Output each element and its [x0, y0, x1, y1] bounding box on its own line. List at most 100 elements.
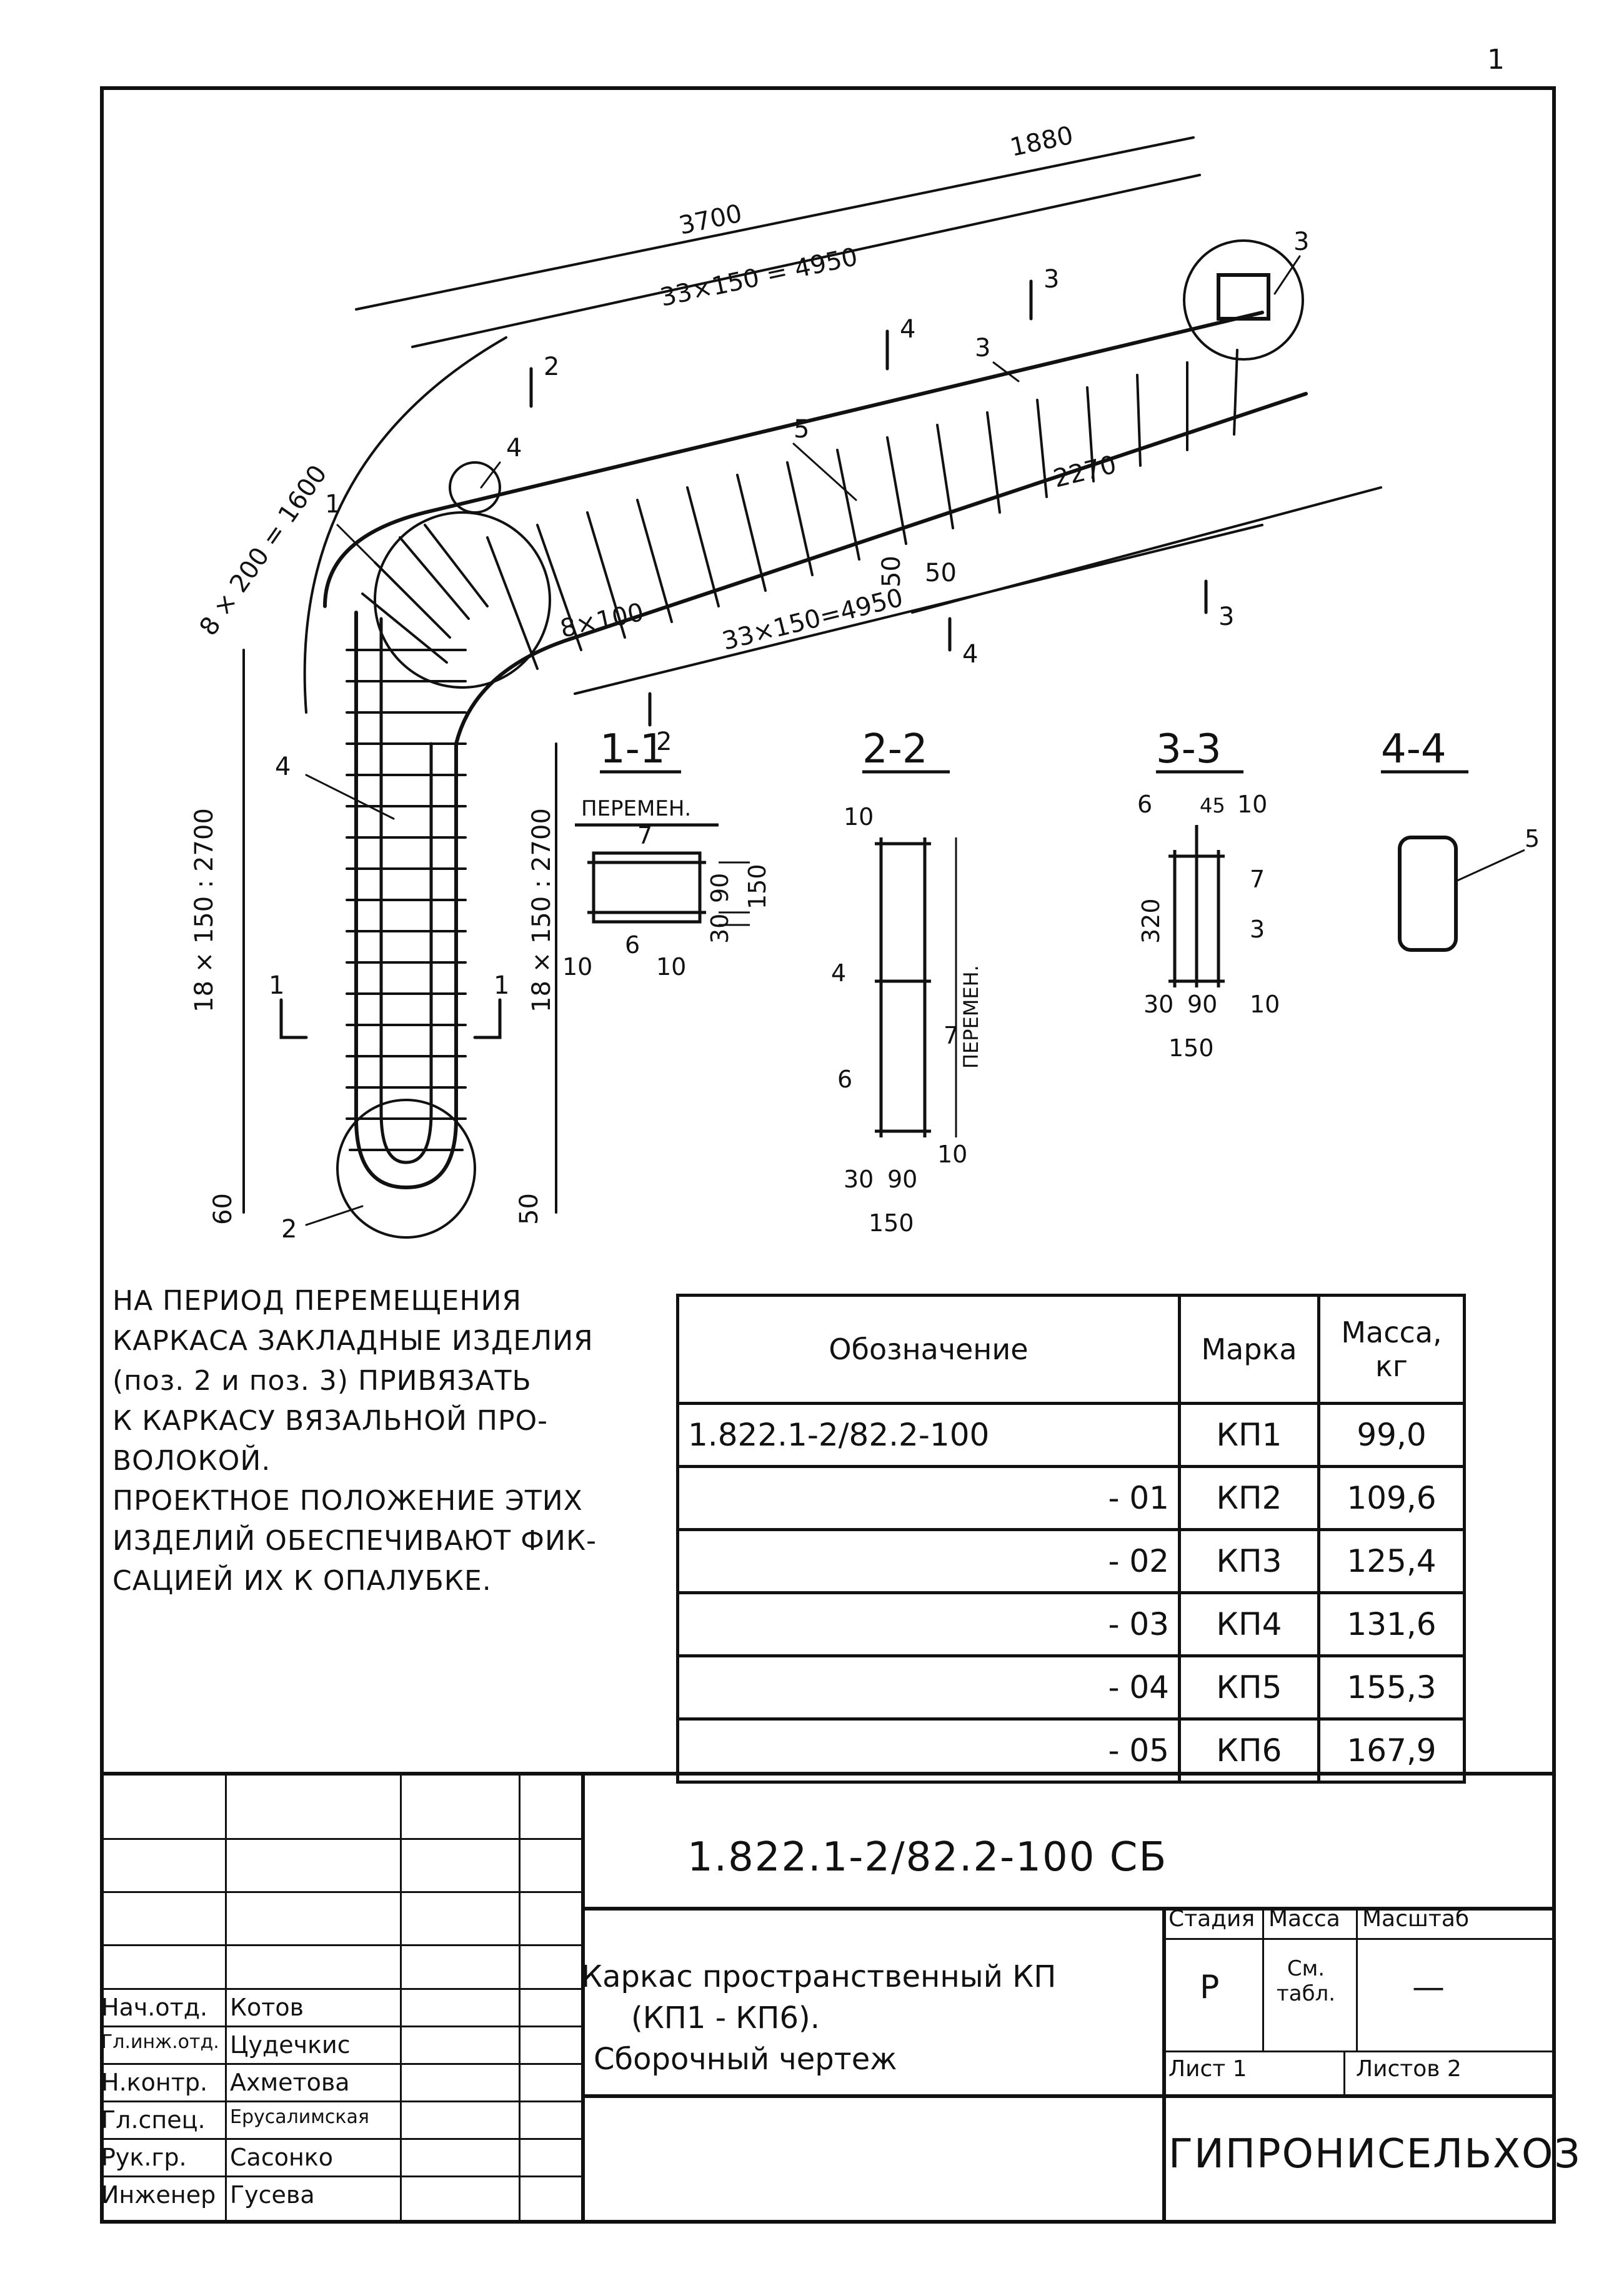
leader-4a [480, 461, 501, 489]
row-designation: 1.822.1-2/82.2-100 [676, 1402, 1181, 1468]
section-3-3-label-3: 3 [1250, 916, 1265, 943]
person-role: Рук.гр. [101, 2144, 187, 2171]
row-mass: 131,6 [1317, 1591, 1466, 1657]
person-role: Гл.спец. [101, 2106, 206, 2134]
person-role: Нач.отд. [101, 1994, 208, 2021]
stage-value: Р [1200, 1969, 1220, 2006]
section-4-4-stirrup [1398, 836, 1458, 952]
title-line: (КП1 - КП6). [631, 2001, 820, 2036]
pos-3b: 3 [975, 334, 990, 362]
row-designation: - 02 [676, 1528, 1181, 1594]
scale-value: — [1412, 1969, 1445, 2006]
table-row: - 02 КП3 125,4 [676, 1528, 1466, 1594]
row-mark: КП3 [1178, 1528, 1320, 1594]
pos-3a: 3 [1293, 227, 1309, 256]
sheet-frame [100, 86, 1556, 2224]
section-1-1-label-6: 6 [625, 931, 640, 959]
cut-label-4a: 4 [900, 315, 915, 344]
section-2-2: 2-2 10 4 6 7 10 ПЕРЕМЕН. 30 90 150 [831, 726, 983, 1237]
pos-2: 2 [281, 1215, 297, 1244]
table-row: - 04 КП5 155,3 [676, 1654, 1466, 1721]
dim-line-2270 [911, 486, 1382, 614]
detail-circle-2 [336, 1099, 476, 1239]
dim-18-right: 18 × 150 : 2700 [527, 808, 556, 1012]
table-row: 1.822.1-2/82.2-100 КП1 99,0 [676, 1402, 1466, 1468]
sheet-number: Лист 1 [1168, 2056, 1247, 2082]
header-designation: Обозначение [676, 1294, 1181, 1405]
section-3-3-label-7: 7 [1250, 866, 1265, 893]
section-1-1-dim-150: 150 [744, 864, 771, 909]
row-mark: КП4 [1178, 1591, 1320, 1657]
dim-50-b: 50 [925, 559, 957, 587]
leader-3b [992, 361, 1020, 382]
section-1-1-title: 1-1 [600, 726, 665, 772]
note-line: КАРКАСА ЗАКЛАДНЫЕ ИЗДЕЛИЯ [112, 1325, 594, 1357]
dim-8x100: 8×100 [558, 598, 647, 644]
cage-inner-edge [323, 311, 1264, 608]
person-name: Ахметова [230, 2069, 350, 2096]
person-name: Котов [230, 1994, 304, 2021]
document-code: 1.822.1-2/82.2-100 СБ [687, 1834, 1168, 1881]
section-1-1: 1-1 ПЕРЕМЕН. 7 10 6 10 90 150 30 [562, 726, 771, 981]
row-mass: 167,9 [1317, 1717, 1466, 1784]
section-2-2-label-7: 7 [944, 1022, 959, 1049]
header-mark: Марка [1178, 1294, 1320, 1405]
notes: НА ПЕРИОД ПЕРЕМЕЩЕНИЯ КАРКАСА ЗАКЛАДНЫЕ … [112, 1281, 675, 1601]
person-name: Ерусалимская [230, 2106, 369, 2128]
person-role: Инженер [101, 2181, 216, 2209]
note-line: К КАРКАСУ ВЯЗАЛЬНОЙ ПРО- [112, 1405, 549, 1437]
person-name: Цудечкис [230, 2031, 351, 2059]
section-2-2-title: 2-2 [862, 726, 928, 772]
pos-1: 1 [325, 490, 341, 519]
bend-radial-bars [361, 524, 489, 664]
cut-label-3b: 3 [1218, 602, 1234, 631]
person-name: Сасонко [230, 2144, 334, 2171]
leader-5 [792, 442, 857, 501]
section-2-2-dim-90: 90 [887, 1166, 917, 1193]
section-2-2-dim-30: 30 [844, 1166, 874, 1193]
section-3-3-label-10b: 10 [1250, 991, 1280, 1018]
section-1-1-label-10a: 10 [562, 953, 592, 981]
section-3-3: 3-3 6 10 7 3 10 45 320 30 90 150 [1137, 726, 1280, 1062]
row-mass: 125,4 [1317, 1528, 1466, 1594]
leader-3a [1273, 255, 1301, 295]
cut-label-2a: 2 [544, 352, 559, 381]
pos-4b: 4 [275, 752, 291, 781]
stage-label: Стадия [1168, 1906, 1255, 1932]
section-1-1-perem: ПЕРЕМЕН. [581, 796, 691, 821]
cut-label-1a: 1 [269, 971, 284, 1000]
cut-1-right [473, 998, 502, 1039]
vertical-stirrups [346, 649, 467, 1151]
note-line: САЦИЕЙ ИХ К ОПАЛУБКЕ. [112, 1565, 492, 1597]
cut-label-3a: 3 [1044, 265, 1059, 294]
person-role: Гл.инж.отд. [101, 2031, 219, 2053]
section-3-3-title: 3-3 [1156, 726, 1222, 772]
cage-outer-edge [354, 392, 1308, 1190]
section-1-1-dim-90: 90 [706, 873, 734, 903]
section-4-4-label-5: 5 [1525, 825, 1540, 852]
section-2-2-label-4: 4 [831, 959, 846, 987]
dim-8x200: 8 × 200 = 1600 [194, 460, 333, 641]
inclined-stirrups [486, 349, 1238, 670]
dim-1880: 1880 [1008, 121, 1076, 162]
dim-line-4950-bot [574, 524, 1263, 695]
leader-2 [305, 1205, 364, 1226]
arc-dimension [303, 336, 507, 714]
detail-circle-3 [1183, 239, 1304, 361]
section-1-1-dim-30: 30 [706, 914, 734, 944]
section-2-2-label-10b: 10 [937, 1141, 967, 1168]
row-mass: 99,0 [1317, 1402, 1466, 1468]
dim-33-top: 33×150 = 4950 [658, 242, 860, 312]
row-mark: КП1 [1178, 1402, 1320, 1468]
row-mark: КП5 [1178, 1654, 1320, 1721]
section-1-1-label-10b: 10 [656, 953, 686, 981]
mass-label: Масса [1268, 1906, 1340, 1932]
table-row: - 03 КП4 131,6 [676, 1591, 1466, 1657]
cut-1-left [279, 998, 308, 1039]
person-role: Н.контр. [101, 2069, 208, 2096]
section-2-2-label-6: 6 [837, 1066, 852, 1093]
cage-leg-inner [379, 617, 433, 1164]
dim-3700: 3700 [677, 199, 745, 241]
scale-label: Масштаб [1362, 1906, 1470, 1932]
section-1-1-label-7: 7 [637, 822, 652, 849]
